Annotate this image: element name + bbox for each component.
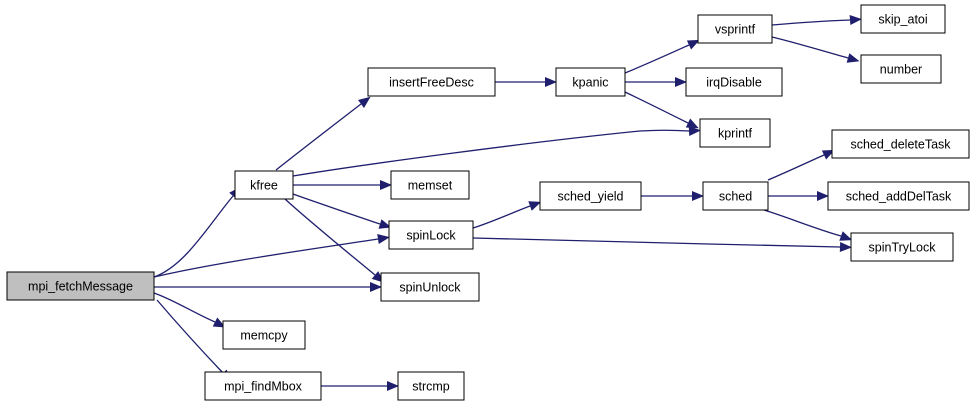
arrowhead-icon-spinTryLock [839, 242, 852, 252]
call-edge-kpanic-to-kprintf [624, 91, 689, 124]
node-kpanic[interactable]: kpanic [555, 67, 626, 97]
arrowhead-icon-insertFreeDesc [357, 96, 371, 108]
arrowhead-icon-spinLock [378, 219, 392, 229]
node-box-spinTryLock[interactable] [850, 232, 954, 262]
node-mpi_fetchMessage[interactable]: mpi_fetchMessage [6, 271, 155, 301]
call-edge-kfree-to-kprintf [292, 129, 690, 177]
arrowhead-icon-kprintf [688, 126, 701, 136]
node-strcmp[interactable]: strcmp [397, 371, 465, 401]
node-kprintf[interactable]: kprintf [699, 118, 771, 148]
node-layer: mpi_fetchMessage kfree insertFreeDesc kpani… [6, 4, 970, 401]
call-edge-kfree-to-insertFreeDesc [275, 103, 362, 171]
node-box-mpi_fetchMessage[interactable] [6, 271, 155, 301]
arrowhead-icon-kpanic [545, 77, 557, 87]
call-edge-spinLock-to-sched_yield [472, 205, 531, 229]
node-box-insertFreeDesc[interactable] [367, 67, 496, 97]
call-edge-mpi_fetchMessage-to-spinLock [153, 238, 379, 278]
node-sched_yield[interactable]: sched_yield [539, 181, 642, 211]
node-box-memset[interactable] [390, 170, 470, 200]
arrowhead-icon-sched_yield [528, 201, 542, 211]
node-box-sched_yield[interactable] [539, 181, 642, 211]
arrowhead-icon-strcmp [387, 381, 399, 391]
call-edge-vsprintf-to-skip_atoi [771, 19, 851, 26]
call-edge-mpi_fetchMessage-to-kfree [153, 195, 234, 278]
call-edge-kfree-to-spinLock [289, 192, 381, 225]
node-mpi_findMbox[interactable]: mpi_findMbox [204, 371, 322, 401]
arrowhead-icon-kprintf [685, 118, 699, 129]
node-box-kfree[interactable] [234, 170, 294, 200]
node-box-mpi_findMbox[interactable] [204, 371, 322, 401]
node-box-kprintf[interactable] [699, 118, 771, 148]
call-edge-mpi_fetchMessage-to-mpi_findMbox [156, 299, 224, 374]
node-spinUnlock[interactable]: spinUnlock [380, 272, 480, 302]
node-box-sched[interactable] [702, 181, 769, 211]
arrowhead-icon-spinLock [377, 234, 390, 244]
node-sched[interactable]: sched [702, 181, 769, 211]
node-box-spinUnlock[interactable] [380, 272, 480, 302]
node-spinTryLock[interactable]: spinTryLock [850, 232, 954, 262]
call-edge-kpanic-to-vsprintf [624, 44, 690, 74]
call-edge-vsprintf-to-number [771, 36, 849, 59]
edge-layer [153, 19, 851, 387]
arrowhead-icon-spinUnlock [370, 282, 382, 292]
call-edge-kfree-to-spinUnlock [284, 198, 376, 276]
arrowhead-icon-skip_atoi [849, 15, 862, 25]
node-box-sched_addDelTask[interactable] [827, 181, 970, 211]
node-box-skip_atoi[interactable] [860, 4, 946, 34]
node-box-strcmp[interactable] [397, 371, 465, 401]
node-box-vsprintf[interactable] [697, 14, 773, 44]
node-insertFreeDesc[interactable]: insertFreeDesc [367, 67, 496, 97]
node-box-sched_deleteTask[interactable] [831, 129, 970, 159]
call-edge-sched-to-sched_deleteTask [767, 154, 825, 181]
node-box-irqDisable[interactable] [685, 67, 783, 97]
node-memcpy[interactable]: memcpy [222, 320, 306, 350]
node-kfree[interactable]: kfree [234, 170, 294, 200]
arrowhead-icon-number [846, 53, 860, 63]
arrowhead-icon-irqDisable [675, 77, 687, 87]
arrowhead-icon-sched_addDelTask [817, 191, 829, 201]
arrowhead-icon-memset [380, 180, 392, 190]
node-sched_deleteTask[interactable]: sched_deleteTask [831, 129, 970, 159]
node-skip_atoi[interactable]: skip_atoi [860, 4, 946, 34]
node-number[interactable]: number [860, 54, 942, 84]
node-spinLock[interactable]: spinLock [388, 220, 474, 250]
node-box-number[interactable] [860, 54, 942, 84]
call-edge-sched-to-spinTryLock [763, 209, 842, 237]
arrowhead-icon-vsprintf [686, 39, 700, 50]
node-box-spinLock[interactable] [388, 220, 474, 250]
arrowhead-layer [212, 15, 862, 391]
node-box-memcpy[interactable] [222, 320, 306, 350]
call-edge-spinLock-to-spinTryLock [472, 237, 841, 248]
node-irqDisable[interactable]: irqDisable [685, 67, 783, 97]
arrowhead-icon-sched [692, 191, 704, 201]
node-sched_addDelTask[interactable]: sched_addDelTask [827, 181, 970, 211]
node-box-kpanic[interactable] [555, 67, 626, 97]
arrowhead-icon-memcpy [212, 317, 226, 328]
node-memset[interactable]: memset [390, 170, 470, 200]
node-vsprintf[interactable]: vsprintf [697, 14, 773, 44]
call-edge-mpi_fetchMessage-to-memcpy [153, 292, 216, 323]
arrowhead-icon-spinTryLock [839, 231, 853, 241]
